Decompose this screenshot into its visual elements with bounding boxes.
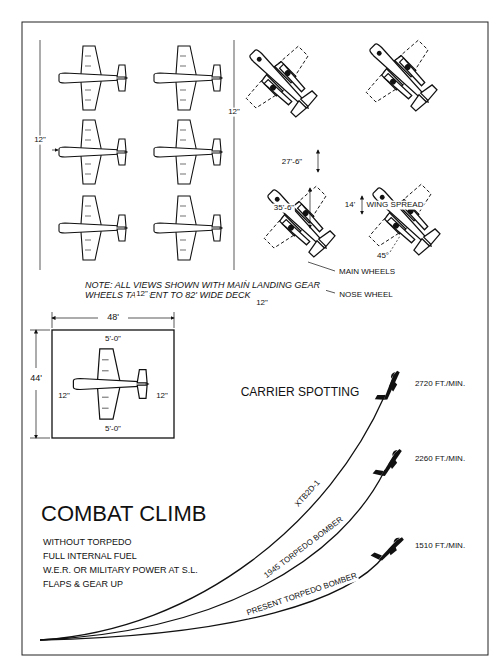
chart-title: COMBAT CLIMB: [40, 502, 207, 526]
note-text: NOTE: ALL VIEWS SHOWN WITH MAIN LANDING …: [84, 281, 326, 301]
curve-label: XTB2D-1: [293, 478, 323, 510]
dimension: 12": [255, 299, 269, 308]
condition: W.E.R. OR MILITARY POWER AT S.L.: [42, 566, 199, 576]
climb-curves: [40, 395, 385, 640]
angle: 45°: [376, 252, 390, 261]
dimension: 12": [155, 392, 169, 401]
callout-label: MAIN WHEELS: [338, 268, 396, 277]
callout-label: NOSE WHEEL: [338, 291, 393, 300]
curve-label: PRESENT TORPEDO BOMBER: [245, 572, 359, 619]
condition: FULL INTERNAL FUEL: [42, 552, 138, 562]
folded-plane-group: [227, 21, 457, 274]
climb-rate: 2720 FT./MIN.: [414, 380, 466, 389]
dimension: 12": [33, 136, 47, 145]
dimension: 12": [227, 108, 241, 117]
border-frame: [22, 22, 488, 655]
climb-rate: 2260 FT./MIN.: [414, 455, 466, 464]
dimension: 14': [344, 201, 356, 210]
dimension-note: WING SPREAD: [366, 201, 425, 210]
section-title: CARRIER SPOTTING: [240, 386, 361, 399]
plane-grid: [59, 46, 222, 260]
dimension: 12": [135, 290, 149, 299]
dimension: 35'-6": [273, 204, 295, 213]
dimension: 48': [106, 313, 120, 323]
curve-label: 1945 TORPEDO BOMBER: [262, 515, 346, 581]
dimension: 5'-0": [104, 425, 122, 434]
dimension: 27'-6": [281, 158, 303, 167]
dimension: 5'-0": [104, 335, 122, 344]
climb-rate: 1510 FT./MIN.: [414, 542, 466, 551]
spot-box: [52, 330, 174, 438]
condition: WITHOUT TORPEDO: [42, 538, 133, 548]
dimension: 12": [57, 392, 71, 401]
dimension: 44': [29, 374, 43, 384]
condition: FLAPS & GEAR UP: [42, 580, 124, 590]
